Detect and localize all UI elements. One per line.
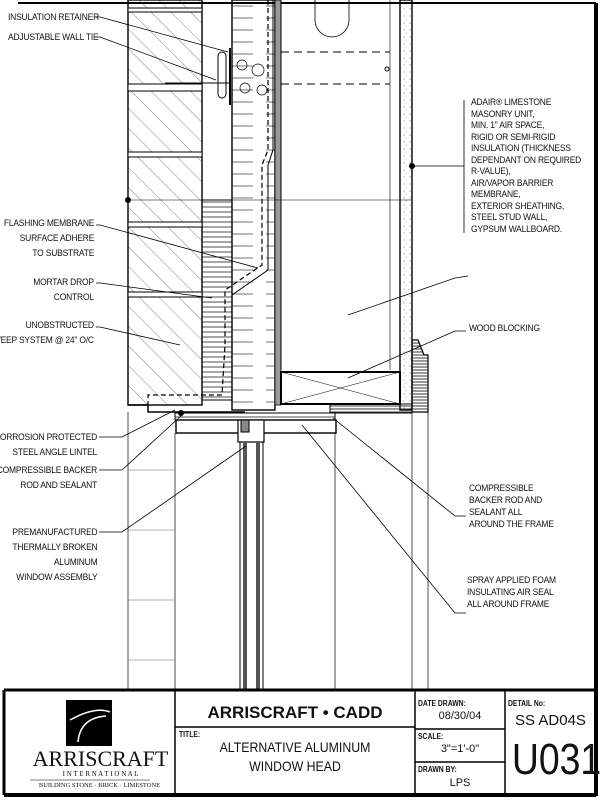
label-line: ALUMINUM — [53, 557, 97, 567]
window-frame — [128, 404, 337, 443]
label-line: UNOBSTRUCTED — [25, 320, 94, 330]
label-line: MORTAR DROP — [33, 277, 94, 287]
label-wood-blocking: WOOD BLOCKING — [469, 323, 540, 333]
scale-value: 3"=1'-0" — [440, 743, 480, 755]
logo-subtitle: I N T E R N A T I O N A L — [62, 770, 139, 778]
label-line: FLASHING MEMBRANE — [3, 218, 95, 228]
company-name: ARRISCRAFT • CADD — [207, 703, 383, 722]
label-line: R-VALUE), — [471, 166, 511, 176]
label-line: TO SUBSTRATE — [32, 248, 94, 258]
label-line: COMPRESSIBLE — [469, 483, 534, 493]
label-line: DEPENDANT ON REQUIRED — [471, 154, 582, 165]
label-line: RIGID OR SEMI-RIGID — [471, 131, 556, 142]
date-value: 08/30/04 — [438, 710, 482, 722]
title-line: ALTERNATIVE ALUMINUM — [219, 739, 371, 755]
logo-wordmark: ARRISCRAFT — [32, 746, 169, 771]
label-line: CONTROL — [53, 292, 94, 302]
label-line: WINDOW ASSEMBLY — [15, 572, 98, 582]
label-mortar-drop: MORTAR DROP CONTROL — [33, 275, 94, 305]
label-line: ROD AND SEALANT — [20, 480, 97, 490]
leader-lines — [95, 16, 469, 614]
detail-number: U031 — [511, 735, 600, 784]
label-line: CORROSION PROTECTED — [0, 432, 97, 442]
label-line: PREMANUFACTURED — [11, 527, 97, 537]
label-line: INSULATION (THICKNESS — [471, 143, 571, 153]
wood-blocking — [280, 339, 429, 414]
label-line: SPRAY APPLIED FOAM — [467, 575, 556, 585]
limestone-masonry-units — [127, 0, 203, 406]
label-line: MIN. 1" AIR SPACE, — [471, 120, 545, 130]
drawn-by-label: DRAWN BY: — [418, 765, 457, 774]
label-weep-system: UNOBSTRUCTED WEEP SYSTEM @ 24" O/C — [0, 318, 94, 348]
glazing — [239, 442, 264, 690]
flashing-membrane — [147, 0, 269, 405]
date-label: DATE DRAWN: — [418, 699, 466, 708]
wall-tie — [165, 48, 268, 105]
label-steel-lintel: CORROSION PROTECTED STEEL ANGLE LINTEL — [0, 430, 97, 460]
label-line: ADAIR® LIMESTONE — [471, 97, 552, 107]
label-backer-rod-frame: COMPRESSIBLE BACKER ROD AND SEALANT ALL … — [469, 482, 554, 530]
logo-tagline: BUILDING STONE · BRICK · LIMESTONE — [38, 782, 161, 789]
label-line: AROUND THE FRAME — [469, 519, 554, 529]
arriscraft-logo-emblem — [30, 700, 150, 781]
title-block-frame — [2, 688, 596, 795]
label-line: MEMBRANE, — [471, 189, 521, 199]
detail-code: SS AD04S — [515, 712, 586, 729]
rigid-insulation — [201, 199, 233, 401]
label-adjustable-wall-tie: ADJUSTABLE WALL TIE — [8, 32, 99, 42]
label-flashing-membrane: FLASHING MEMBRANE SURFACE ADHERE TO SUBS… — [3, 216, 95, 261]
label-wall-assembly: ADAIR® LIMESTONE MASONRY UNIT, MIN. 1" A… — [471, 97, 581, 235]
label-insulation-retainer: INSULATION RETAINER — [8, 12, 100, 22]
detail-label: DETAIL No: — [508, 699, 546, 708]
label-line: INSULATING AIR SEAL — [467, 587, 554, 597]
label-line: AIR/VAPOR BARRIER — [471, 177, 554, 188]
label-line: BACKER ROD AND — [469, 495, 543, 505]
label-window-assembly: PREMANUFACTURED THERMALLY BROKEN ALUMINU… — [12, 525, 97, 585]
steel-stud — [274, 0, 282, 406]
gypsum-wallboard — [399, 0, 413, 411]
label-line: GYPSUM WALLBOARD. — [471, 223, 562, 234]
label-line: STEEL STUD WALL, — [471, 212, 548, 222]
elevation-lines — [127, 412, 429, 690]
label-spray-foam: SPRAY APPLIED FOAM INSULATING AIR SEAL A… — [467, 574, 556, 610]
label-backer-rod: COMPRESSIBLE BACKER ROD AND SEALANT — [0, 463, 97, 493]
label-line: SEALANT ALL — [469, 507, 523, 517]
label-line: MASONRY UNIT, — [471, 108, 535, 119]
sheet-border — [4, 2, 598, 797]
label-line: SURFACE ADHERE — [19, 233, 95, 243]
label-line: COMPRESSIBLE BACKER — [0, 465, 97, 475]
label-line: WEEP SYSTEM @ 24" O/C — [0, 335, 94, 345]
drawn-by-value: LPS — [449, 777, 471, 789]
label-line: ALL AROUND FRAME — [467, 599, 550, 609]
drawing-title: ALTERNATIVE ALUMINUM WINDOW HEAD — [189, 738, 400, 776]
title-label: TITLE: — [179, 730, 201, 739]
label-line: STEEL ANGLE LINTEL — [12, 447, 97, 457]
scale-label: SCALE: — [418, 732, 444, 741]
label-line: THERMALLY BROKEN — [11, 542, 98, 552]
title-line: WINDOW HEAD — [249, 758, 341, 774]
label-line: EXTERIOR SHEATHING, — [471, 200, 565, 211]
